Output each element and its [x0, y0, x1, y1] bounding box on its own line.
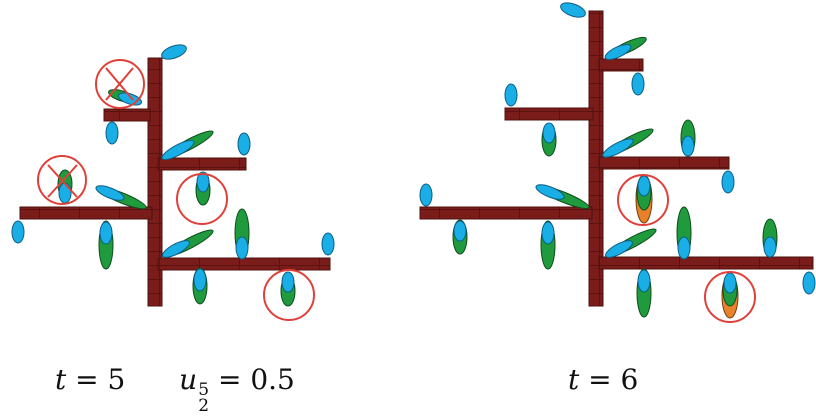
branch [599, 257, 813, 269]
branch [158, 158, 246, 170]
u-subscript: 2 [198, 398, 209, 414]
leaf [637, 269, 651, 317]
equals-sign: = [579, 363, 620, 396]
leaf [196, 172, 210, 205]
leaf [763, 219, 777, 257]
leaf [603, 225, 658, 260]
leaf [722, 273, 738, 318]
leaf [238, 133, 250, 155]
leaf [722, 171, 734, 193]
leaf [281, 272, 295, 306]
equals-sign: = [66, 363, 107, 396]
branch [104, 109, 150, 121]
leaf [58, 170, 72, 203]
t-variable: t [55, 363, 66, 396]
leaf [601, 125, 656, 160]
leaf [542, 123, 556, 156]
right-caption: t = 6 [568, 366, 638, 394]
t-value: 5 [108, 363, 126, 396]
t-variable: t [568, 363, 579, 396]
leaf [677, 207, 691, 259]
leaf [559, 0, 588, 20]
branch [599, 157, 729, 169]
u-value: 0.5 [250, 363, 295, 396]
leaf [235, 209, 249, 259]
leaf [681, 120, 695, 156]
right-tree [420, 0, 815, 322]
leaf [322, 233, 334, 255]
branch [420, 207, 592, 219]
branch [505, 108, 593, 120]
equals-sign: = [209, 363, 250, 396]
u-variable: u [179, 363, 197, 396]
leaf [505, 84, 517, 106]
leaf [106, 122, 118, 144]
leaf [160, 42, 189, 62]
leaf [453, 220, 467, 254]
leaf [420, 184, 432, 206]
branch [599, 59, 643, 71]
branch [158, 258, 330, 270]
leaf [636, 175, 652, 223]
leaf [99, 221, 113, 269]
t-value: 6 [621, 363, 639, 396]
leaf [541, 221, 555, 269]
leaf [803, 272, 815, 294]
leaf [632, 73, 644, 95]
left-tree [12, 42, 334, 320]
branch [20, 207, 152, 219]
leaf [603, 34, 648, 62]
branching-diagram [0, 0, 816, 400]
leaf [12, 221, 24, 243]
leaf [160, 226, 215, 260]
leaf [193, 268, 207, 304]
